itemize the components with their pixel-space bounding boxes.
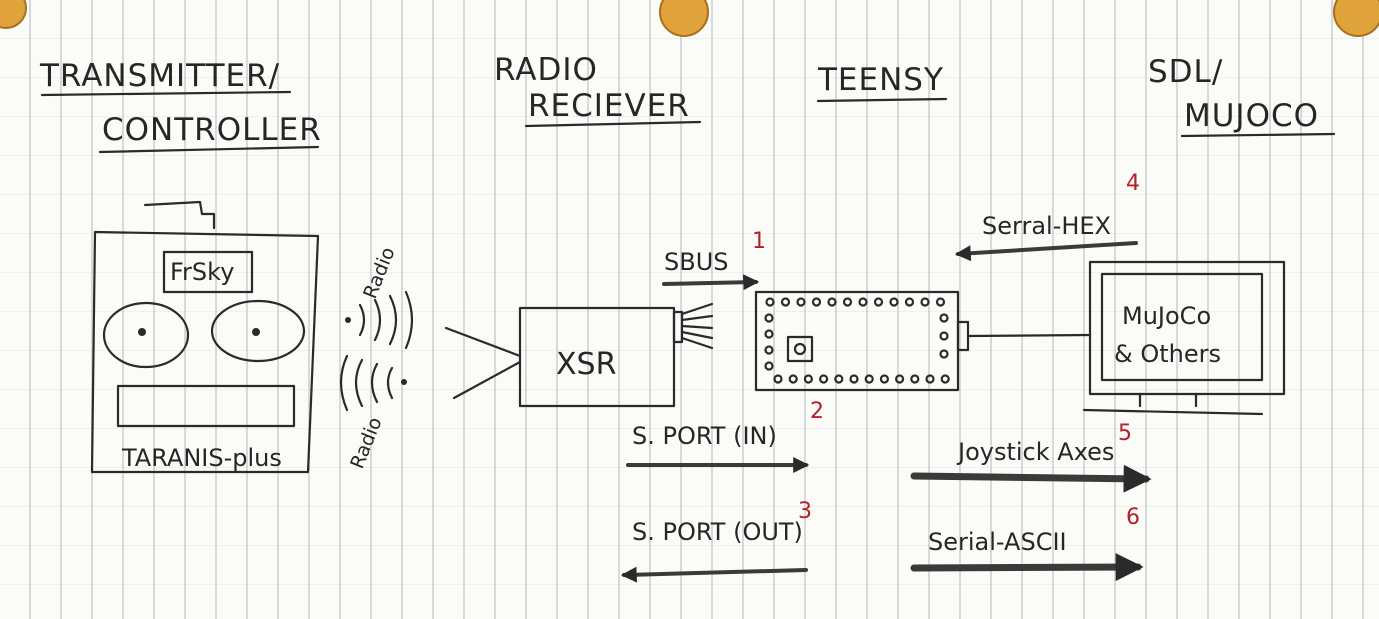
pin-hole [939, 349, 949, 359]
pin-hole [873, 297, 884, 307]
pin-hole [940, 374, 950, 384]
link-sbus: SBUS 1 [662, 229, 766, 291]
pin-hole [858, 297, 868, 307]
pin-hole [849, 374, 859, 384]
pin-hole [773, 374, 783, 384]
brand-label: FrSky [170, 258, 234, 286]
pin-hole [925, 374, 935, 384]
header-transmitter-underline1 [40, 90, 292, 97]
link-sport-out-number: 3 [798, 499, 812, 524]
pin-hole [894, 374, 905, 384]
pin-hole [818, 374, 829, 384]
pin-hole [788, 374, 798, 384]
pin-hole [834, 374, 844, 384]
monitor-label-line1: MuJoCo [1122, 302, 1211, 330]
monitor-frame [1088, 260, 1286, 396]
pin-right [1333, 0, 1379, 37]
header-radio-line1: RADIO [494, 52, 598, 88]
pin-hole [803, 374, 814, 384]
header-radio-line2: RECIEVER [528, 88, 690, 124]
link-joystick-axes-arrow [910, 464, 1152, 493]
link-serial-ascii-number: 6 [1126, 505, 1140, 530]
receiver-antenna-lines [444, 326, 522, 400]
radio-waves: Radio Radio [339, 244, 414, 472]
pin-hole [879, 374, 890, 384]
brand-label-box [162, 250, 254, 294]
header-transmitter-line1: TRANSMITTER/ [39, 58, 280, 94]
waves-out-icon [358, 290, 414, 350]
link-serial-hex-arrow [954, 241, 1138, 262]
header-transmitter-line2: CONTROLLER [102, 112, 322, 148]
link-joystick-axes-number: 5 [1118, 421, 1132, 446]
header-radio-underline [524, 120, 702, 128]
pin-hole [764, 329, 774, 339]
link-sport-out: S. PORT (OUT) 3 [620, 499, 812, 583]
right-gimbal-icon [210, 299, 306, 363]
link-sport-in: S. PORT (IN) 2 [626, 399, 824, 473]
receiver-box [518, 306, 676, 408]
link-sport-out-label: S. PORT (OUT) [632, 518, 803, 546]
transmitter-model-label: TARANIS-plus [121, 444, 282, 472]
pin-hole [827, 297, 837, 307]
header-sdl-line2: MUJOCO [1184, 98, 1319, 134]
pin-left [0, 0, 27, 29]
usb-cable [966, 333, 1092, 338]
link-joystick-axes-label: Joystick Axes [956, 438, 1114, 466]
pin-hole [764, 345, 774, 355]
link-serial-ascii-arrow [910, 553, 1144, 582]
pin-hole [889, 297, 899, 307]
header-sdl-underline [1180, 132, 1336, 138]
link-serial-hex-number: 4 [1126, 171, 1140, 196]
radio-label-bottom: Radio [346, 414, 386, 472]
link-serial-ascii: Serial-ASCII 6 [910, 505, 1144, 582]
pin-hole [864, 374, 874, 384]
link-serial-hex: Serral-HEX 4 [954, 171, 1140, 262]
pin-hole [796, 297, 806, 307]
radio-label-top: Radio [359, 244, 399, 302]
chip-icon [786, 335, 814, 363]
pin-hole [764, 361, 774, 371]
pin-hole [904, 297, 915, 307]
pin-hole [935, 297, 946, 307]
pin-hole [764, 313, 774, 323]
transmitter-screen [116, 384, 296, 428]
header-teensy: TEENSY [817, 62, 944, 98]
antenna-icon [143, 200, 216, 230]
header-sdl-line1: SDL/ [1148, 54, 1223, 90]
link-sbus-number: 1 [752, 229, 766, 254]
link-sport-out-arrow [620, 566, 808, 583]
pin-hole [765, 297, 775, 307]
monitor-screen [1100, 272, 1264, 382]
pin-hole [939, 331, 949, 341]
waves-in-icon [339, 354, 394, 412]
monitor-label-line2: & Others [1114, 340, 1221, 368]
pin-hole [920, 297, 930, 307]
monitor-drawing: MuJoCo & Others [1082, 260, 1286, 416]
teensy-pins [764, 297, 950, 384]
link-sbus-arrow [662, 274, 760, 291]
link-serial-ascii-label: Serial-ASCII [928, 528, 1067, 556]
link-serial-hex-label: Serral-HEX [982, 212, 1111, 240]
teensy-board [754, 290, 970, 392]
header-teensy-underline [816, 97, 948, 103]
receiver-label: XSR [556, 347, 616, 382]
header-transmitter-underline2 [98, 145, 320, 154]
left-gimbal-icon [102, 301, 190, 369]
link-sport-in-label: S. PORT (IN) [632, 422, 777, 450]
receiver-drawing: XSR [444, 302, 714, 408]
pin-hole [811, 297, 822, 307]
pin-center [659, 0, 709, 37]
link-joystick-axes: Joystick Axes 5 [910, 421, 1152, 493]
pin-hole [939, 313, 949, 323]
transmitter-drawing: FrSky TARANIS-plus [90, 200, 320, 474]
link-sport-in-number: 2 [810, 399, 824, 424]
link-sbus-label: SBUS [664, 248, 729, 276]
pin-hole [780, 297, 791, 307]
monitor-stand [1082, 392, 1264, 416]
pin-hole [910, 374, 920, 384]
pin-hole [842, 297, 853, 307]
